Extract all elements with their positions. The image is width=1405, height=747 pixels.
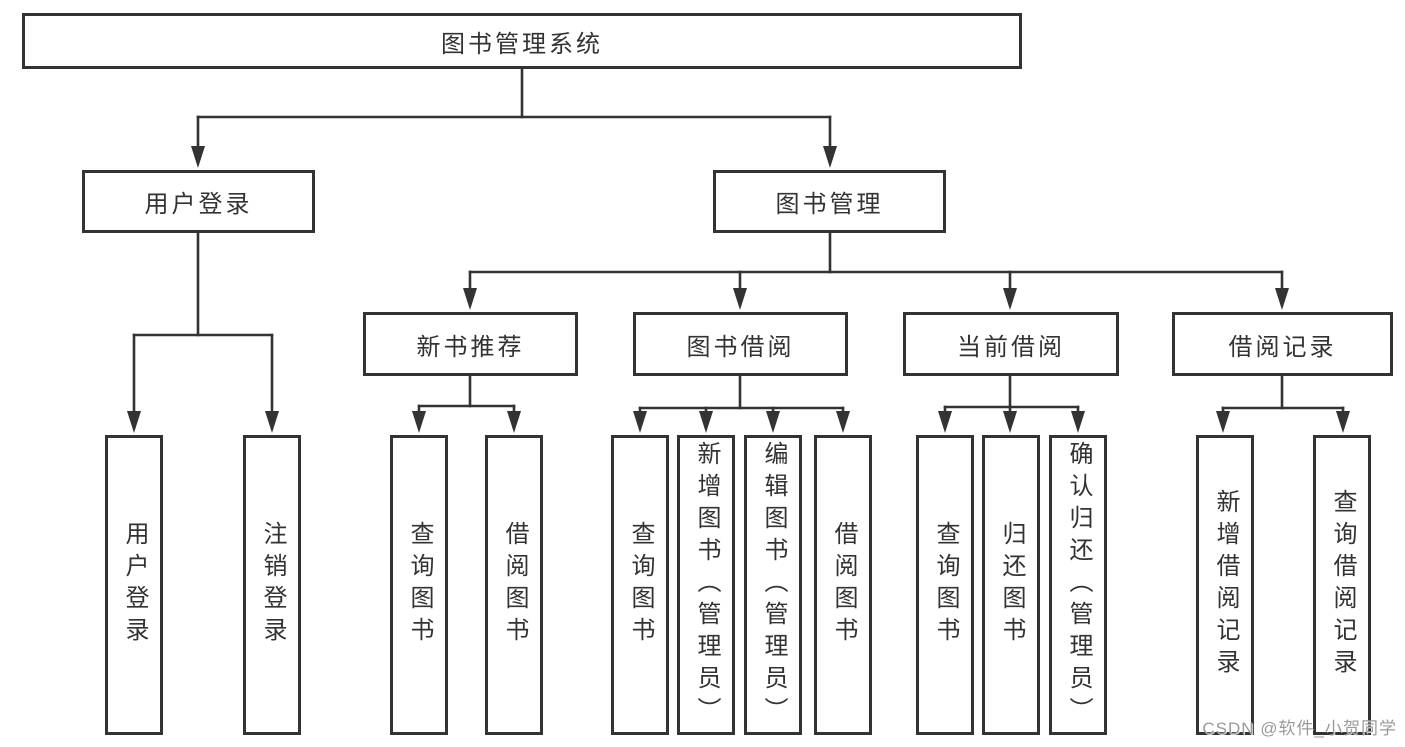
node-book-management: 图书管理 <box>713 170 946 233</box>
leaf-confirm-return-admin: 确认归还（管理员） <box>1049 435 1107 735</box>
leaf-user-login-label: 用户登录 <box>121 521 148 649</box>
leaf-add-book-admin: 新增图书（管理员） <box>677 435 735 735</box>
connector-new-book-fork <box>412 374 521 433</box>
leaf-borrow-books: 借阅图书 <box>814 435 872 735</box>
node-current-borrow-label: 当前借阅 <box>957 333 1065 361</box>
leaf-edit-book-admin: 编辑图书（管理员） <box>744 435 802 735</box>
node-book-borrow-label: 图书借阅 <box>686 333 795 361</box>
leaf-query-books-recommend-label: 查询图书 <box>406 521 433 649</box>
leaf-logout: 注销登录 <box>243 435 301 735</box>
leaf-logout-label: 注销登录 <box>259 521 286 649</box>
node-root: 图书管理系统 <box>22 13 1022 69</box>
leaf-add-borrow-record-label: 新增借阅记录 <box>1212 489 1239 681</box>
node-user-login: 用户登录 <box>82 170 315 233</box>
leaf-return-book: 归还图书 <box>982 435 1040 735</box>
connector-root-to-level2 <box>191 67 837 168</box>
leaf-borrow-books-recommend-label: 借阅图书 <box>501 521 528 649</box>
leaf-query-books-borrow-label: 查询图书 <box>627 521 654 649</box>
leaf-query-books-current-label: 查询图书 <box>932 521 959 649</box>
node-new-book-recommend-label: 新书推荐 <box>416 333 525 361</box>
leaf-query-borrow-record-label: 查询借阅记录 <box>1329 489 1356 681</box>
node-book-management-label: 图书管理 <box>775 191 884 218</box>
node-new-book-recommend: 新书推荐 <box>363 312 578 376</box>
node-borrow-records-label: 借阅记录 <box>1228 333 1337 361</box>
leaf-confirm-return-admin-label: 确认归还（管理员） <box>1065 441 1092 729</box>
connector-current-borrow-fork <box>938 374 1085 433</box>
leaf-query-books-current: 查询图书 <box>916 435 974 735</box>
leaf-borrow-books-label: 借阅图书 <box>830 521 857 649</box>
csdn-watermark: CSDN @软件_小贺同学 <box>1202 719 1397 738</box>
connector-borrow-record-fork <box>1216 374 1350 433</box>
leaf-query-books-borrow: 查询图书 <box>611 435 669 735</box>
leaf-add-book-admin-label: 新增图书（管理员） <box>693 441 720 729</box>
node-user-login-label: 用户登录 <box>144 191 253 218</box>
leaf-user-login: 用户登录 <box>105 435 163 735</box>
node-current-borrow: 当前借阅 <box>903 312 1119 376</box>
leaf-borrow-books-recommend: 借阅图书 <box>485 435 543 735</box>
node-borrow-records: 借阅记录 <box>1172 312 1393 376</box>
node-book-borrow: 图书借阅 <box>633 312 848 376</box>
leaf-add-borrow-record: 新增借阅记录 <box>1196 435 1254 735</box>
leaf-edit-book-admin-label: 编辑图书（管理员） <box>760 441 787 729</box>
leaf-return-book-label: 归还图书 <box>998 521 1025 649</box>
connector-book-mgmt-to-level3 <box>463 231 1289 310</box>
node-root-label: 图书管理系统 <box>441 30 603 58</box>
leaf-query-books-recommend: 查询图书 <box>390 435 448 735</box>
connector-book-borrow-fork <box>633 374 850 433</box>
connector-user-login-to-leaves <box>127 231 279 433</box>
leaf-query-borrow-record: 查询借阅记录 <box>1313 435 1371 735</box>
